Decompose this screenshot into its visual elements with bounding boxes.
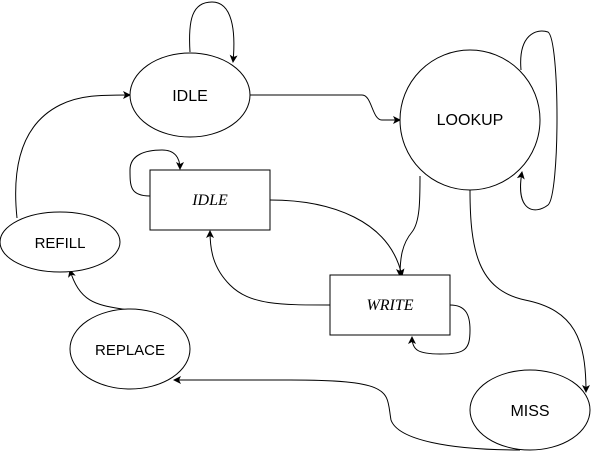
edge-refill-to-idle — [15, 91, 131, 219]
state-refill: REFILL — [0, 211, 121, 273]
edge-replace-to-refill — [68, 269, 129, 311]
state-idle-box: IDLE — [149, 169, 271, 231]
state-replace-label: REPLACE — [95, 342, 165, 359]
edge-lookup-to-write — [396, 175, 421, 277]
state-refill-label: REFILL — [35, 235, 86, 252]
state-lookup: LOOKUP — [399, 49, 541, 191]
state-idle-top-label: IDLE — [172, 88, 208, 105]
state-miss: MISS — [469, 369, 591, 451]
state-idle-top: IDLE — [129, 52, 251, 138]
state-idle-box-label: IDLE — [191, 192, 228, 209]
edge-write-to-idle-box — [206, 230, 331, 306]
state-write: WRITE — [329, 274, 451, 336]
state-lookup-label: LOOKUP — [437, 112, 504, 129]
edge-idle-box-self-loop — [129, 149, 184, 197]
edge-write-self-loop — [408, 304, 471, 355]
state-miss-label: MISS — [510, 403, 549, 420]
edge-miss-to-replace — [173, 376, 521, 451]
edge-lookup-self-loop — [516, 30, 558, 211]
edge-idle-to-lookup — [250, 94, 401, 124]
edge-lookup-to-miss — [469, 189, 590, 393]
edge-idle-self-loop — [189, 1, 238, 63]
state-replace: REPLACE — [69, 308, 191, 390]
state-write-label: WRITE — [366, 297, 413, 314]
edge-idle-box-to-write — [269, 199, 405, 277]
